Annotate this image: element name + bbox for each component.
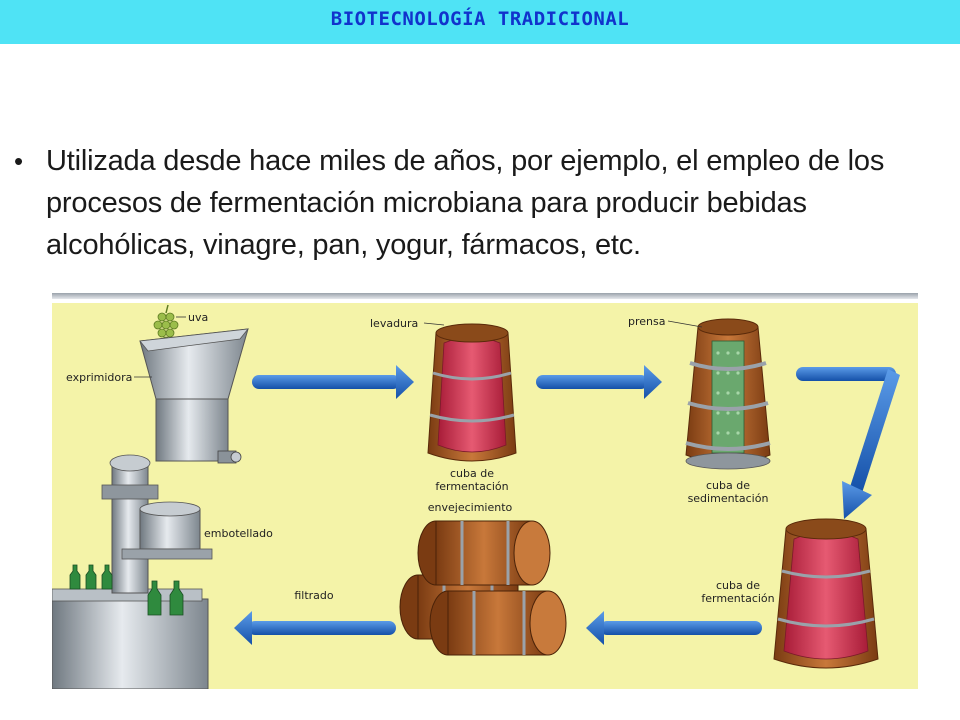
label-filtrado: filtrado (294, 589, 334, 602)
fermentation-vat-1 (427, 323, 517, 462)
page-title: BIOTECNOLOGÍA TRADICIONAL (330, 8, 630, 30)
label-exprimidora: exprimidora (66, 371, 132, 384)
bullet-marker: • (14, 146, 24, 176)
label-envejecimiento: envejecimiento (428, 501, 513, 514)
arrow-1 (252, 365, 414, 399)
label-embotellado: embotellado (204, 527, 273, 540)
label-cuba-fermentacion-1-line1: cuba de (450, 467, 494, 480)
process-diagram: uva exprimidora levadura cuba de ferment… (52, 303, 918, 689)
label-levadura: levadura (370, 317, 418, 330)
arrow-2 (536, 365, 662, 399)
bullet-text: Utilizada desde hace miles de años, por … (46, 145, 885, 261)
label-prensa: prensa (628, 315, 665, 328)
ageing-barrels (399, 520, 567, 656)
arrow-4 (586, 611, 762, 645)
label-cuba-fermentacion-2-line2: fermentación (701, 592, 774, 605)
fermentation-vat-2 (773, 518, 879, 669)
label-cuba-fermentacion-1-line2: fermentación (435, 480, 508, 493)
bottling-machine (52, 454, 213, 689)
label-cuba-fermentacion-2-line1: cuba de (716, 579, 760, 592)
figure-top-rule (52, 293, 918, 299)
label-uva: uva (188, 311, 208, 324)
arrow-5 (234, 611, 396, 645)
label-cuba-sedimentacion-line1: cuba de (706, 479, 750, 492)
label-cuba-sedimentacion-line2: sedimentación (688, 492, 769, 505)
crusher-icon (139, 328, 249, 464)
barrel-top (417, 520, 551, 586)
title-bar: BIOTECNOLOGÍA TRADICIONAL (0, 0, 960, 44)
sedimentation-vat (685, 318, 771, 470)
bullet-item: • Utilizada desde hace miles de años, po… (14, 140, 954, 266)
barrel-front (429, 590, 567, 656)
wine-process-figure: uva exprimidora levadura cuba de ferment… (52, 293, 918, 689)
arrow-3-bent (796, 367, 900, 519)
